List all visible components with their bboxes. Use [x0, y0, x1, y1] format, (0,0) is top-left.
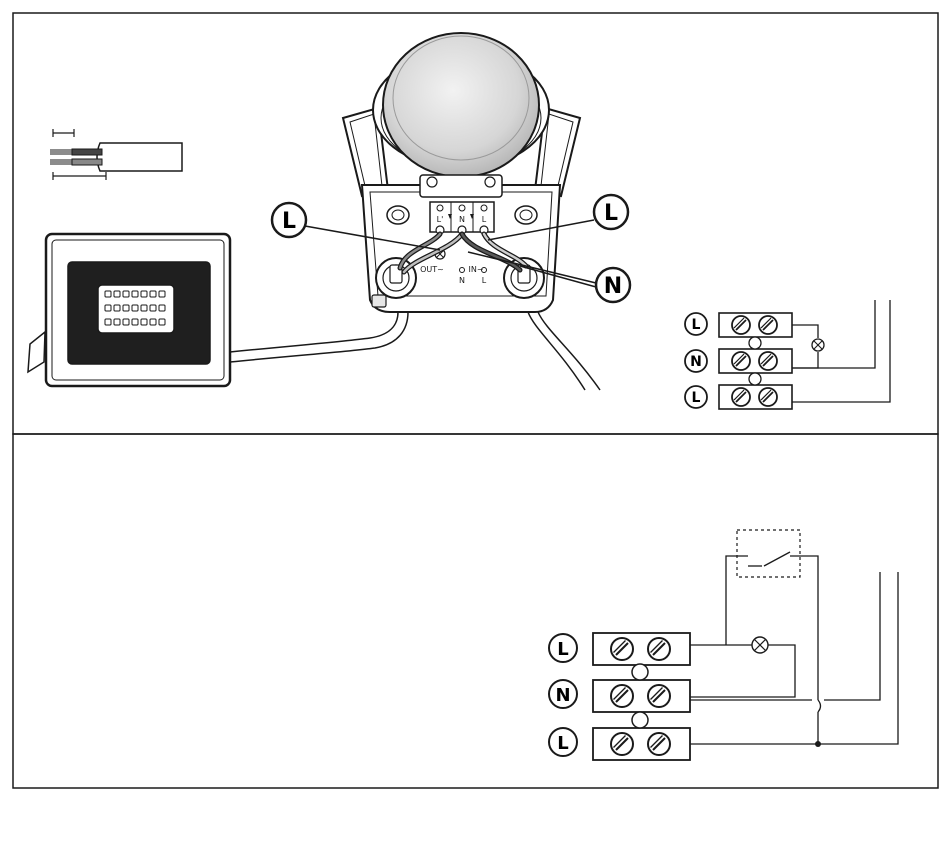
terminal-block-top-labels: L N L	[685, 313, 707, 408]
block-bottom-label-L2: L	[557, 733, 568, 754]
screw-icon	[611, 685, 633, 707]
terminal-block-bottom	[593, 633, 690, 760]
bottom-circuit-wires	[690, 556, 898, 744]
screw-icon	[732, 352, 750, 370]
screw-icon	[732, 316, 750, 334]
callout-right-L: L	[594, 195, 628, 229]
block-top-label-L1: L	[692, 317, 701, 333]
lamp-icon	[812, 339, 824, 351]
bottom-lamp-icon	[752, 637, 768, 653]
out-label: OUT~	[420, 265, 444, 274]
block-bottom-label-L1: L	[557, 639, 568, 660]
n-label: N	[459, 276, 465, 285]
switch-icon	[737, 530, 800, 577]
top-circuit-wires	[792, 300, 890, 402]
screw-icon	[648, 733, 670, 755]
terminal-label-Lp: L'	[437, 215, 444, 224]
block-top-label-L2: L	[692, 390, 701, 406]
callout-left-L: L	[272, 203, 306, 237]
screw-icon	[759, 388, 777, 406]
terminal-block-top	[719, 313, 792, 409]
outgoing-cable	[528, 312, 600, 390]
terminal-block-bottom-labels: L N L	[549, 634, 577, 756]
screw-icon	[648, 638, 670, 660]
terminal-label-N: N	[459, 215, 465, 224]
junction-dot	[815, 741, 821, 747]
screw-icon	[759, 316, 777, 334]
screw-icon	[648, 685, 670, 707]
block-bottom-label-N: N	[555, 685, 570, 706]
callout-left-L-text: L	[282, 209, 296, 234]
floodlight-cable	[230, 312, 408, 362]
callout-right-L-text: L	[604, 201, 618, 226]
floodlight-icon	[28, 234, 230, 386]
l-label: L	[482, 276, 487, 285]
block-top-label-N: N	[690, 354, 702, 370]
screw-icon	[759, 352, 777, 370]
callout-N-text: N	[604, 274, 622, 299]
callout-N: N	[596, 268, 630, 302]
screw-icon	[732, 388, 750, 406]
stripped-cable-detail	[50, 129, 182, 180]
terminal-label-L: L	[482, 215, 487, 224]
in-label: IN~	[468, 265, 483, 274]
screw-icon	[611, 733, 633, 755]
screw-icon	[611, 638, 633, 660]
